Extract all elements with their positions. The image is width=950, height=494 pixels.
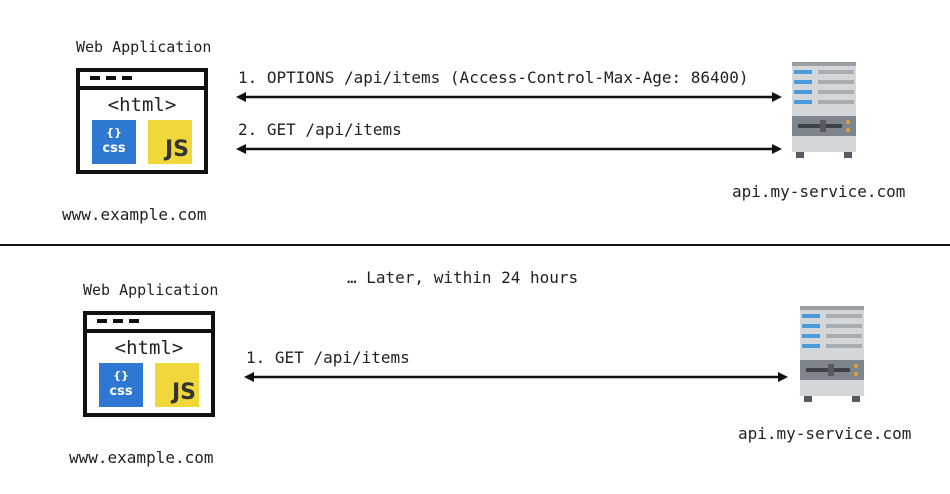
js-icon: JS — [148, 120, 192, 164]
browser-titlebar — [87, 315, 211, 333]
section-divider — [0, 244, 950, 246]
top-request-2-label: 2. GET /api/items — [238, 120, 402, 139]
html-tag-label: <html> — [107, 94, 177, 116]
bottom-server-icon — [800, 306, 864, 402]
browser-titlebar — [80, 72, 204, 90]
top-request-2-arrow — [236, 144, 782, 154]
html-tag-label: <html> — [114, 337, 184, 359]
top-request-1-arrow — [236, 92, 782, 102]
top-request-1-label: 1. OPTIONS /api/items (Access-Control-Ma… — [238, 68, 749, 87]
bottom-app-label: Web Application — [83, 281, 219, 299]
top-browser-window-icon: <html> {}css JS — [76, 68, 208, 174]
top-app-label: Web Application — [76, 38, 212, 56]
bottom-browser-window-icon: <html> {}css JS — [83, 311, 215, 417]
top-server-icon — [792, 62, 856, 158]
top-client-domain: www.example.com — [62, 205, 207, 224]
bottom-request-1-arrow — [244, 372, 788, 382]
bottom-server-domain: api.my-service.com — [738, 424, 912, 443]
later-caption: … Later, within 24 hours — [347, 268, 579, 287]
bottom-client-domain: www.example.com — [69, 448, 214, 467]
top-server-domain: api.my-service.com — [732, 182, 906, 201]
css-icon: {}css — [92, 120, 136, 164]
bottom-request-1-label: 1. GET /api/items — [246, 348, 410, 367]
js-icon: JS — [155, 363, 199, 407]
css-icon: {}css — [99, 363, 143, 407]
